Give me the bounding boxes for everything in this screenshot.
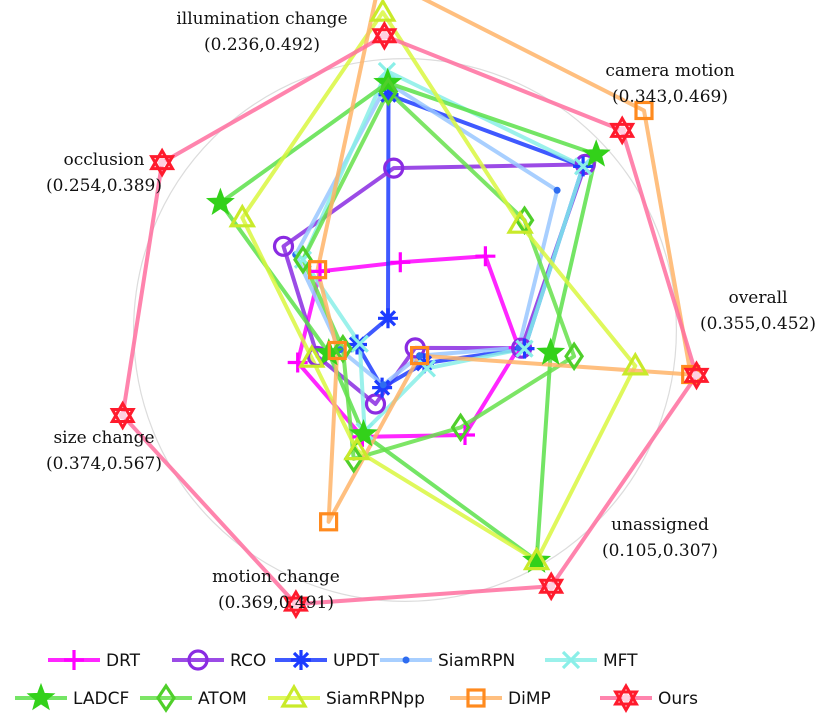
axis-range-6: (0.254,0.389) bbox=[46, 176, 162, 196]
legend-item-ladcf: LADCF bbox=[15, 682, 129, 711]
series-line-siamrpnpp bbox=[240, 10, 638, 563]
legend-label-siamrpn: SiamRPN bbox=[438, 651, 515, 671]
point-siamrpnpp-3 bbox=[522, 546, 551, 571]
point-drt-0 bbox=[390, 252, 411, 273]
point-siamrpn-1 bbox=[553, 186, 561, 194]
point-dimp-4 bbox=[319, 512, 339, 532]
point-dimp-6 bbox=[308, 260, 328, 280]
legend-item-drt: DRT bbox=[48, 650, 141, 671]
legend-label-drt: DRT bbox=[106, 651, 141, 671]
legend-label-ladcf: LADCF bbox=[73, 689, 129, 709]
radar-series bbox=[120, 0, 699, 607]
axis-range-3: (0.105,0.307) bbox=[602, 541, 718, 561]
point-mft-2 bbox=[515, 339, 534, 358]
point-siamrpnpp-0 bbox=[369, 0, 397, 22]
grid-circle-0 bbox=[133, 58, 677, 602]
legend: DRT RCO UPDT SiamRPN MFT LADCF ATOM SiamRPNpp Di… bbox=[15, 649, 698, 713]
legend-marker-rco bbox=[187, 649, 209, 671]
series-line-ladcf bbox=[218, 80, 599, 563]
legend-marker-ladcf bbox=[26, 682, 56, 711]
point-atom-2 bbox=[564, 341, 585, 372]
point-updt-0 bbox=[378, 84, 399, 105]
point-ours-6 bbox=[149, 147, 176, 178]
point-atom-6 bbox=[293, 244, 313, 275]
point-siamrpnpp-5 bbox=[298, 344, 326, 368]
axis-labels: illumination change (0.236,0.492) camera m… bbox=[46, 9, 816, 613]
legend-item-siamrpn: SiamRPN bbox=[380, 651, 515, 671]
point-ours-5 bbox=[109, 400, 136, 431]
point-dimp-1 bbox=[634, 100, 654, 121]
legend-label-updt: UPDT bbox=[333, 651, 380, 671]
point-siamrpnpp-6 bbox=[228, 203, 257, 228]
point-rco-4 bbox=[364, 393, 387, 415]
axis-range-0: (0.236,0.492) bbox=[204, 35, 320, 55]
point-updt-6 bbox=[378, 308, 398, 329]
point-rco-1 bbox=[574, 153, 596, 175]
legend-item-mft: MFT bbox=[545, 650, 638, 671]
point-siamrpnpp-2 bbox=[621, 351, 650, 376]
point-ladcf-3 bbox=[522, 545, 552, 573]
point-atom-3 bbox=[450, 412, 471, 443]
legend-marker-drt bbox=[64, 650, 84, 670]
point-ours-4 bbox=[282, 589, 309, 620]
legend-item-updt: UPDT bbox=[275, 650, 380, 671]
legend-item-dimp: DiMP bbox=[450, 688, 551, 709]
point-mft-5 bbox=[350, 334, 369, 353]
point-atom-5 bbox=[332, 333, 353, 364]
legend-item-siamrpnpp: SiamRPNpp bbox=[268, 683, 425, 709]
series-line-ours bbox=[120, 33, 699, 607]
axis-label-1: camera motion bbox=[605, 61, 734, 81]
series-line-dimp bbox=[315, 0, 693, 524]
point-dimp-3 bbox=[410, 346, 430, 366]
axis-label-5: size change bbox=[53, 428, 154, 448]
point-rco-6 bbox=[272, 235, 295, 257]
point-atom-0 bbox=[378, 76, 399, 107]
point-drt-1 bbox=[475, 246, 496, 267]
point-siamrpn-4 bbox=[379, 381, 387, 389]
legend-item-rco: RCO bbox=[172, 649, 266, 671]
legend-label-siamrpnpp: SiamRPNpp bbox=[326, 689, 425, 709]
axis-range-4: (0.369,0.491) bbox=[218, 593, 334, 613]
radar-markers bbox=[109, 0, 710, 620]
point-siamrpn-3 bbox=[416, 352, 424, 360]
point-ours-2 bbox=[683, 360, 710, 391]
legend-marker-ours bbox=[613, 683, 639, 713]
legend-marker-atom bbox=[156, 683, 176, 713]
axis-range-2: (0.355,0.452) bbox=[700, 314, 816, 334]
point-ladcf-2 bbox=[536, 337, 566, 365]
legend-label-ours: Ours bbox=[658, 689, 698, 709]
point-rco-0 bbox=[383, 157, 405, 179]
axis-label-2: overall bbox=[728, 288, 787, 308]
legend-label-atom: ATOM bbox=[198, 689, 247, 709]
point-dimp-5 bbox=[327, 340, 347, 361]
point-ladcf-1 bbox=[581, 139, 611, 167]
legend-marker-mft bbox=[561, 650, 581, 670]
point-mft-1 bbox=[573, 157, 593, 176]
point-ladcf-4 bbox=[349, 418, 378, 447]
axis-label-0: illumination change bbox=[176, 9, 347, 29]
point-ours-3 bbox=[538, 571, 565, 602]
axis-range-5: (0.374,0.567) bbox=[46, 454, 162, 474]
point-siamrpnpp-1 bbox=[506, 210, 534, 234]
point-siamrpnpp-4 bbox=[343, 436, 371, 461]
axis-label-6: occlusion bbox=[63, 150, 144, 170]
axis-label-3: unassigned bbox=[611, 515, 709, 535]
legend-label-rco: RCO bbox=[230, 651, 266, 671]
legend-marker-updt bbox=[291, 650, 311, 670]
point-ours-0 bbox=[371, 20, 398, 51]
legend-item-atom: ATOM bbox=[140, 683, 247, 713]
legend-marker-siamrpn bbox=[402, 656, 410, 664]
legend-label-mft: MFT bbox=[603, 651, 638, 671]
legend-item-ours: Ours bbox=[600, 683, 698, 713]
point-ladcf-6 bbox=[205, 187, 235, 216]
radar-grid bbox=[133, 58, 677, 602]
axis-range-1: (0.343,0.469) bbox=[612, 87, 728, 107]
point-ours-1 bbox=[609, 115, 636, 146]
axis-label-4: motion change bbox=[212, 567, 340, 587]
legend-label-dimp: DiMP bbox=[508, 689, 551, 709]
legend-marker-dimp bbox=[466, 688, 486, 708]
legend-marker-siamrpnpp bbox=[280, 683, 308, 708]
